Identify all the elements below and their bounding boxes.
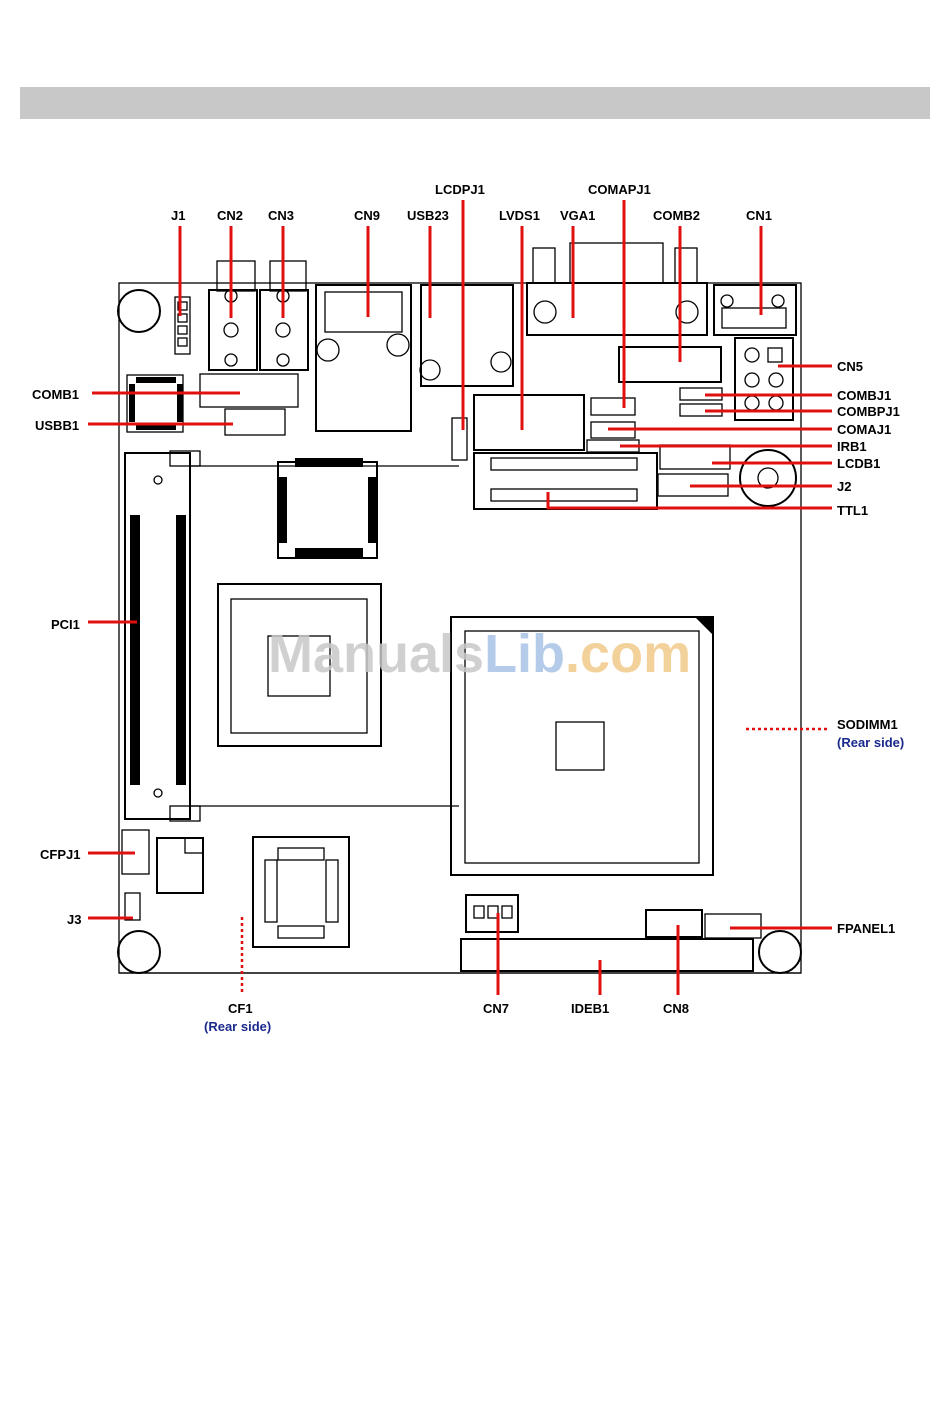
label-ideb1: IDEB1 xyxy=(571,1001,609,1016)
label-j3: J3 xyxy=(67,912,81,927)
label-cn5: CN5 xyxy=(837,359,863,374)
label-irb1: IRB1 xyxy=(837,439,867,454)
label-cf1: CF1 xyxy=(228,1001,253,1016)
callout-labels: J1 CN2 CN3 CN9 USB23 LCDPJ1 LVDS1 VGA1 C… xyxy=(32,182,904,1034)
watermark-part1: Manuals xyxy=(268,624,484,684)
label-combpj1: COMBPJ1 xyxy=(837,404,900,419)
watermark: ManualsLib.com xyxy=(268,624,691,684)
label-j1: J1 xyxy=(171,208,185,223)
sodimm1-rear-side-note: (Rear side) xyxy=(837,735,904,750)
label-lcdpj1: LCDPJ1 xyxy=(435,182,485,197)
label-lvds1: LVDS1 xyxy=(499,208,540,223)
label-cn7: CN7 xyxy=(483,1001,509,1016)
label-ttl1: TTL1 xyxy=(837,503,868,518)
watermark-part2: Lib xyxy=(484,624,565,684)
watermark-part3: .com xyxy=(565,624,691,684)
label-cn9: CN9 xyxy=(354,208,380,223)
label-pci1: PCI1 xyxy=(51,617,80,632)
label-usb23: USB23 xyxy=(407,208,449,223)
label-fpanel1: FPANEL1 xyxy=(837,921,895,936)
cf1-rear-side-note: (Rear side) xyxy=(204,1019,271,1034)
label-cn2: CN2 xyxy=(217,208,243,223)
label-comapj1: COMAPJ1 xyxy=(588,182,651,197)
label-cn8: CN8 xyxy=(663,1001,689,1016)
label-comb2: COMB2 xyxy=(653,208,700,223)
label-usbb1: USBB1 xyxy=(35,418,79,433)
label-vga1: VGA1 xyxy=(560,208,595,223)
label-comaj1: COMAJ1 xyxy=(837,422,891,437)
label-sodimm1: SODIMM1 xyxy=(837,717,898,732)
bottom-connectors xyxy=(461,895,761,971)
label-combj1: COMBJ1 xyxy=(837,388,891,403)
label-cfpj1: CFPJ1 xyxy=(40,847,80,862)
label-j2: J2 xyxy=(837,479,851,494)
rear-io-connectors xyxy=(175,243,796,431)
label-cn1: CN1 xyxy=(746,208,772,223)
label-comb1: COMB1 xyxy=(32,387,79,402)
label-cn3: CN3 xyxy=(268,208,294,223)
label-lcdb1: LCDB1 xyxy=(837,456,880,471)
